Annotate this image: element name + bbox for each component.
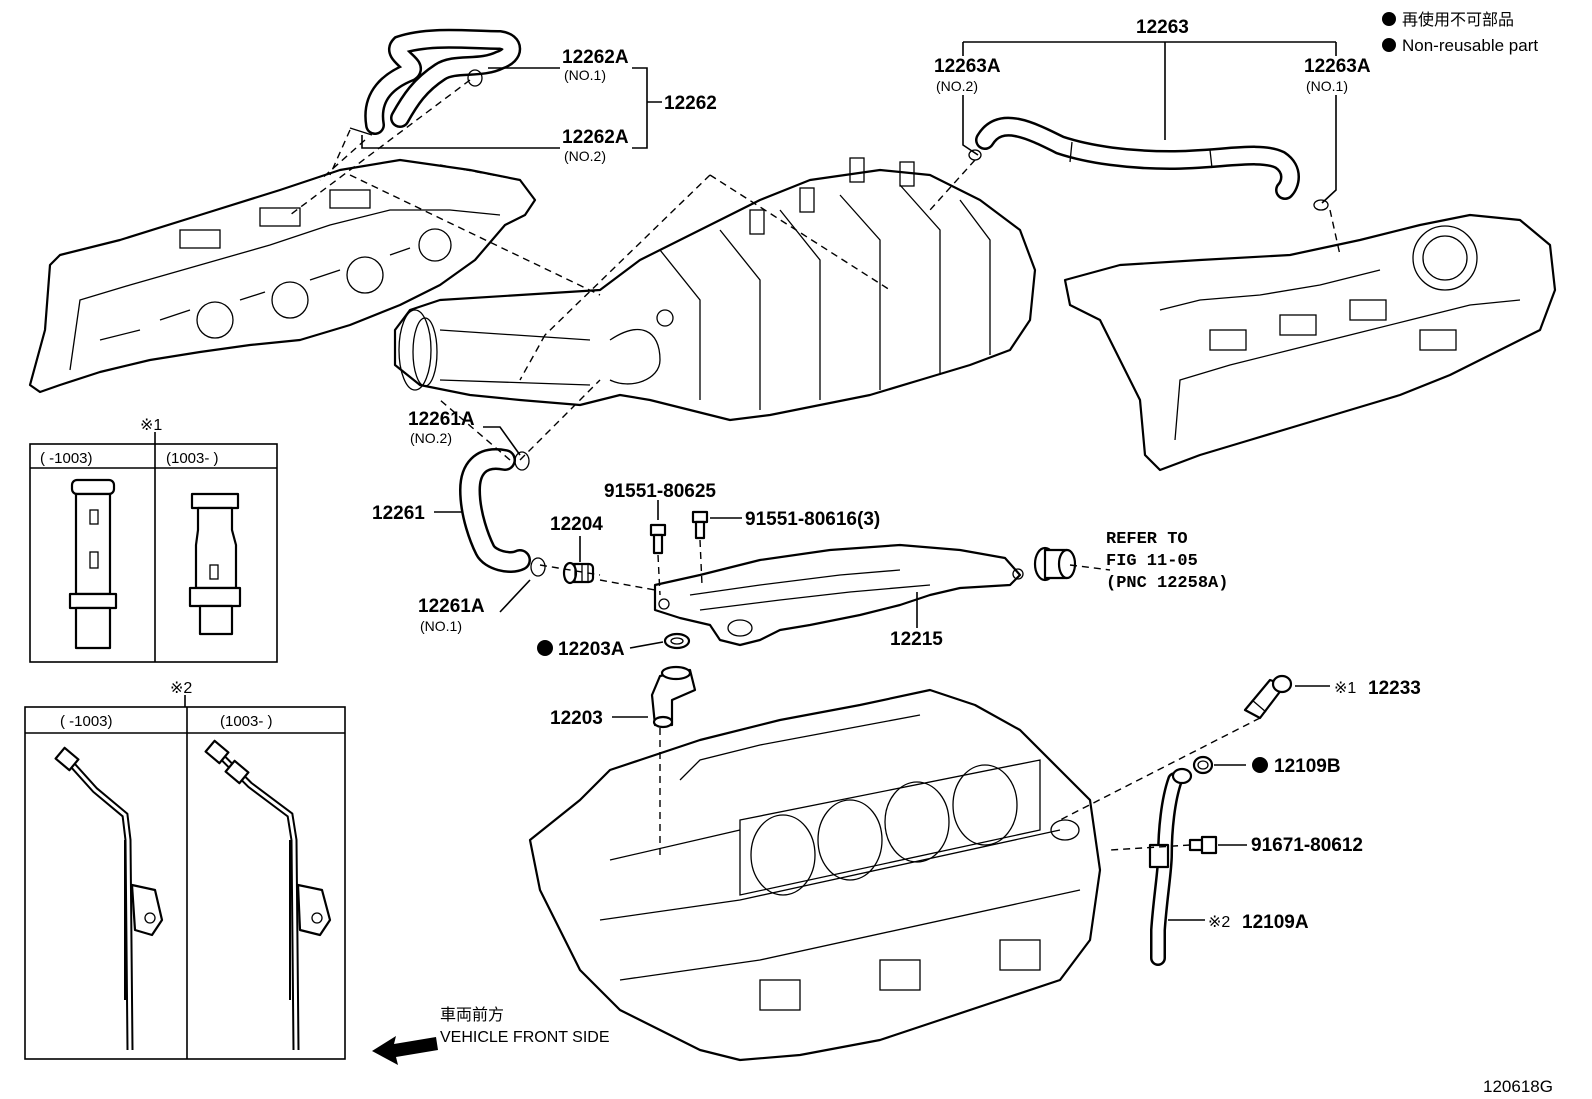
direction-jp: 車両前方 [440,1006,504,1024]
label-12233: 12233 [1368,678,1421,699]
label-91551-80616: 91551-80616(3) [745,509,880,530]
label-12261A-no2: 12261A [408,409,475,430]
label-12263A-no1-sub: (NO.1) [1306,78,1348,94]
label-12262A-no2: 12262A [562,127,629,148]
part-labels: 12262A (NO.1) 12262 12262A (NO.2) 12263 … [372,17,1421,933]
label-12215: 12215 [890,629,943,650]
label-12204: 12204 [550,514,603,535]
label-12262: 12262 [664,93,717,114]
label-12261A-no2-sub: (NO.2) [410,430,452,446]
label-91671-80612: 91671-80612 [1251,835,1363,856]
label-12263: 12263 [1136,17,1189,38]
label-refer-line3: (PNC 12258A) [1106,574,1228,593]
non-reusable-bullet-icon [1382,38,1396,52]
inset1-col2: (1003- ) [166,450,219,467]
intake-manifold [393,157,1037,422]
non-reusable-bullet-icon [1382,12,1396,26]
arrow-left-icon [372,1036,438,1065]
pcv-valve-12204 [562,561,595,585]
non-reusable-bullet-icon [537,640,553,656]
dipstick-12233 [1243,674,1293,720]
legend: 再使用不可部品 Non-reusable part [1382,11,1538,55]
label-12203A: 12203A [558,639,625,660]
label-91551-80625: 91551-80625 [604,481,716,502]
inset2-col2: (1003- ) [220,713,273,730]
hose-12262 [349,28,522,136]
left-cylinder-head-cover [28,158,537,394]
label-refer-line1: REFER TO [1106,530,1188,549]
bolt-91671 [1188,835,1218,855]
vehicle-front-indicator: 車両前方 VEHICLE FRONT SIDE [372,1006,610,1065]
label-12109A: 12109A [1242,912,1309,933]
legend-en: Non-reusable part [1402,36,1538,55]
label-12233-mark: ※1 [1334,680,1356,697]
hose-12261 [458,448,546,577]
inset1-col1: ( -1003) [40,450,93,467]
cylinder-block [528,688,1102,1062]
oil-separator-12215 [653,543,1024,647]
legend-jp: 再使用不可部品 [1402,11,1514,29]
label-12261: 12261 [372,503,425,524]
figure-id: 120618G [1483,1077,1553,1096]
label-12262A-no1-sub: (NO.1) [564,67,606,83]
inset2-col1: ( -1003) [60,713,113,730]
bolts [649,510,709,555]
right-cylinder-head-cover [1063,213,1557,472]
label-refer-line2: FIG 11-05 [1106,552,1198,571]
hose-12263 [968,116,1329,211]
label-12261A-no1: 12261A [418,596,485,617]
elbow-12203 [650,665,697,729]
label-12109A-mark: ※2 [1208,914,1230,931]
o-ring-12109B [1192,755,1214,775]
dashed-lines [289,79,1341,860]
label-12262A-no2-sub: (NO.2) [564,148,606,164]
leader-lines [361,41,1337,921]
inset1-mark: ※1 [140,417,162,434]
pipe-fitting [1033,546,1077,582]
inset2-mark: ※2 [170,680,192,697]
label-12203: 12203 [550,708,603,729]
label-12261A-no1-sub: (NO.1) [420,618,462,634]
label-12263A-no1: 12263A [1304,56,1371,77]
label-12262A-no1: 12262A [562,47,629,68]
direction-en: VEHICLE FRONT SIDE [440,1029,610,1046]
gasket-12203A [663,632,691,650]
label-12263A-no2: 12263A [934,56,1001,77]
non-reusable-bullet-icon [1252,757,1268,773]
label-12109B: 12109B [1274,756,1341,777]
inset-dipstick-variants: ※1 ( -1003) (1003- ) [29,417,278,663]
inset-guide-variants: ※2 ( -1003) (1003- ) [24,680,346,1060]
label-12263A-no2-sub: (NO.2) [936,78,978,94]
dipstick-guide-12109A [1148,767,1193,966]
